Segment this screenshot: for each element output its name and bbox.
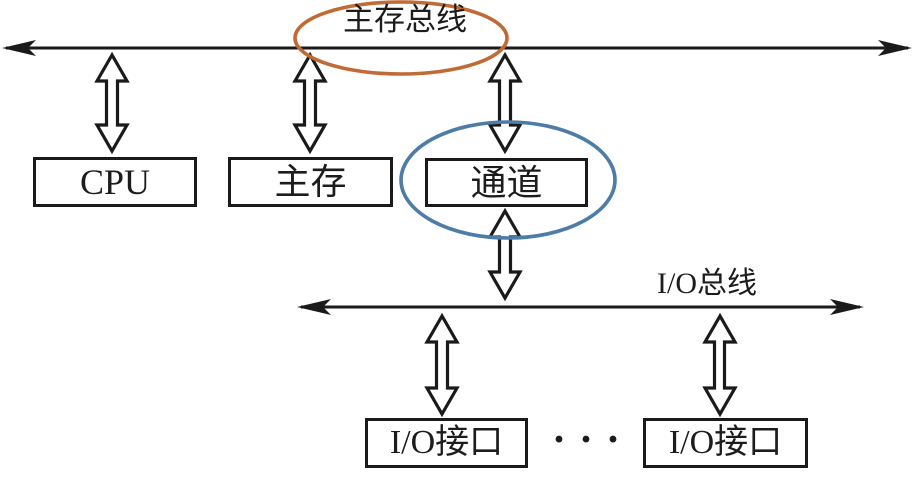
ellipsis-dots: ···	[551, 417, 634, 463]
channel-label: 通道	[470, 162, 543, 203]
io-bus-label: I/O总线	[657, 267, 757, 300]
cpu-box: CPU	[33, 157, 197, 207]
main-memory-bus-left-arrowhead	[2, 40, 36, 56]
double-arrow-channel-to-main-bus	[487, 51, 523, 155]
main-memory-bus	[2, 40, 912, 56]
io-bus-left-arrowhead	[297, 299, 331, 315]
main-memory-bus-right-arrowhead	[878, 40, 912, 56]
cpu-label: CPU	[79, 162, 151, 202]
main-bus-highlight-ellipse	[293, 0, 509, 76]
io-bus	[297, 299, 864, 315]
channel-box: 通道	[425, 158, 588, 207]
double-arrow-cpu-to-main-bus	[94, 51, 130, 155]
double-arrow-io1-to-io-bus	[424, 312, 460, 418]
io-bus-right-arrowhead	[830, 299, 864, 315]
main-memory-box: 主存	[228, 157, 393, 207]
io-interface-1-box: I/O接口	[365, 418, 528, 468]
double-arrow-channel-to-io-bus	[487, 207, 523, 302]
main-memory-bus-label: 主存总线	[343, 2, 467, 37]
double-arrow-memory-to-main-bus	[292, 51, 328, 155]
channel-highlight-ellipse	[399, 120, 617, 240]
io-interface-1-label: I/O接口	[389, 424, 504, 461]
main-memory-label: 主存	[274, 162, 347, 202]
double-arrow-io2-to-io-bus	[702, 312, 738, 418]
io-interface-2-box: I/O接口	[643, 418, 808, 468]
io-interface-2-label: I/O接口	[668, 424, 783, 461]
